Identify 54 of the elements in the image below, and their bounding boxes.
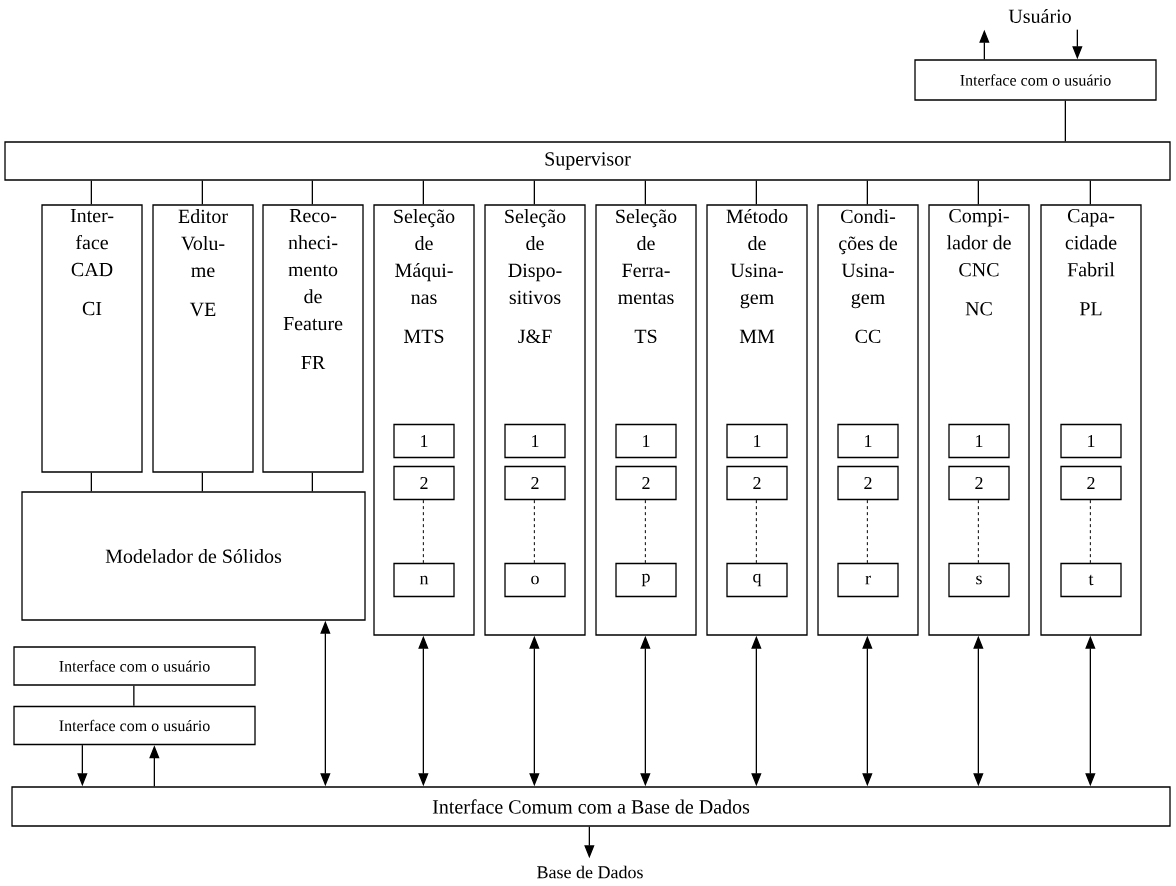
supervisor-bar: Supervisor — [4, 141, 1171, 181]
connector — [90, 180, 92, 205]
dashed-connector — [644, 499, 646, 564]
connector — [644, 180, 646, 205]
submodule-box: 2 — [726, 465, 788, 501]
connector — [533, 180, 535, 205]
submodule-box: 1 — [837, 423, 899, 459]
connector — [866, 180, 868, 205]
interface-box: Interface com o usuário — [13, 705, 256, 746]
submodule-box: 1 — [393, 423, 455, 459]
submodule-box: 2 — [1060, 465, 1122, 501]
submodule-box: 1 — [504, 423, 566, 459]
connector — [90, 472, 92, 492]
database-label: Base de Dados — [537, 865, 643, 879]
submodule-box: 1 — [615, 423, 677, 459]
module-box: Inter- face CAD CI — [41, 204, 143, 473]
interface-box: Interface com o usuário — [13, 646, 256, 686]
submodule-box: o — [504, 562, 566, 598]
submodule-box: p — [615, 562, 677, 598]
dashed-connector — [755, 499, 757, 564]
connector — [311, 180, 313, 205]
module-box: Reco- nheci- mento de Feature FR — [262, 204, 364, 473]
connector — [422, 180, 424, 205]
submodule-box: 2 — [504, 465, 566, 501]
connector — [755, 180, 757, 205]
submodule-box: q — [726, 562, 788, 598]
connector — [133, 685, 135, 707]
module-box: Editor Volu- me VE — [152, 204, 254, 473]
submodule-box: t — [1060, 562, 1122, 598]
database-interface-bar: Interface Comum com a Base de Dados — [11, 786, 1171, 827]
dashed-connector — [977, 499, 979, 564]
interface-box: Interface com o usuário — [914, 59, 1157, 101]
submodule-box: 1 — [948, 423, 1010, 459]
dashed-connector — [422, 499, 424, 564]
connector — [1089, 180, 1091, 205]
dashed-connector — [1089, 499, 1091, 564]
connector — [977, 180, 979, 205]
user-label: Usuário — [1008, 8, 1071, 24]
submodule-box: 1 — [726, 423, 788, 459]
submodule-box: n — [393, 562, 455, 598]
submodule-box: 2 — [393, 465, 455, 501]
connector — [201, 180, 203, 205]
modeler-box: Modelador de Sólidos — [21, 491, 366, 621]
dashed-connector — [533, 499, 535, 564]
connector — [1064, 100, 1066, 142]
submodule-box: 2 — [948, 465, 1010, 501]
connector — [201, 472, 203, 492]
submodule-box: 1 — [1060, 423, 1122, 459]
submodule-box: s — [948, 562, 1010, 598]
submodule-box: r — [837, 562, 899, 598]
submodule-box: 2 — [837, 465, 899, 501]
dashed-connector — [866, 499, 868, 564]
connector — [311, 472, 313, 492]
submodule-box: 2 — [615, 465, 677, 501]
